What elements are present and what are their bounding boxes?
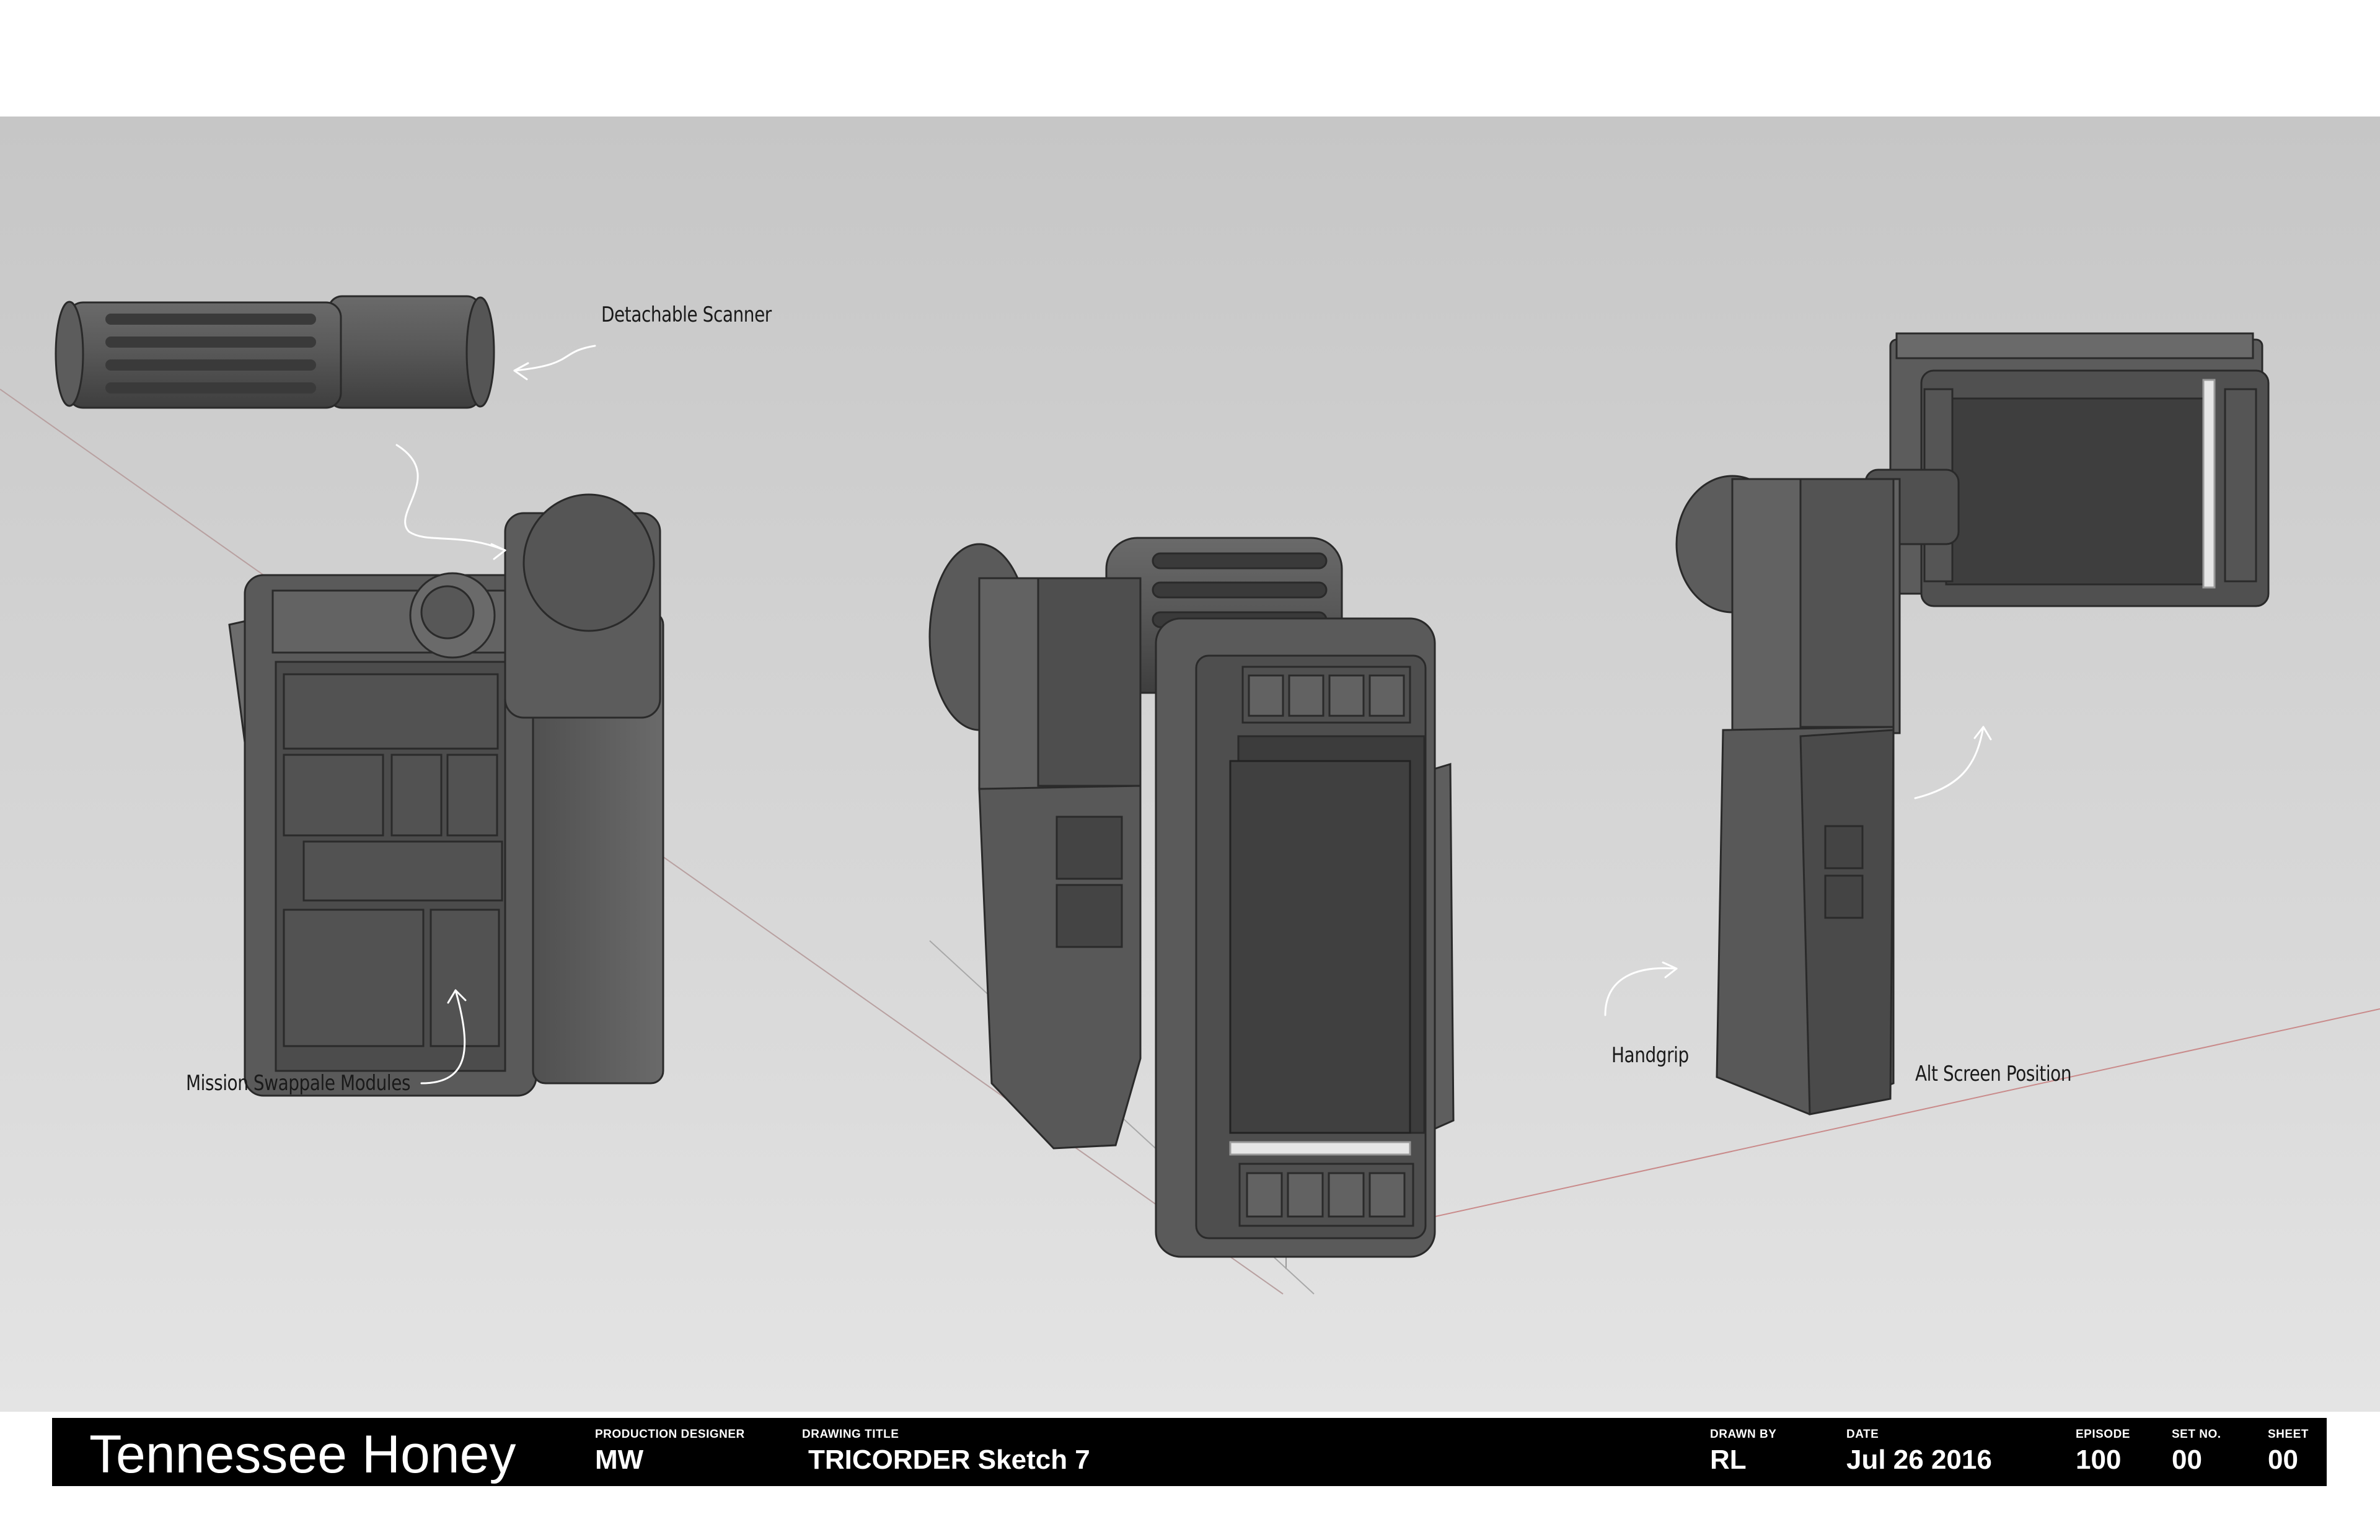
field-date: DATE Jul 26 2016 <box>1846 1428 1992 1476</box>
drawn-by-label: DRAWN BY <box>1710 1428 1777 1441</box>
drawn-by-value: RL <box>1710 1445 1747 1475</box>
tricorder-alt-screen-view <box>1675 332 2270 1115</box>
project-name: Tennessee Honey <box>89 1425 516 1484</box>
field-production-designer: PRODUCTION DESIGNER MW <box>595 1428 745 1476</box>
tricorder-front-view <box>928 537 1455 1258</box>
callout-detachable-scanner: Detachable Scanner <box>601 302 772 327</box>
set-no-value: 00 <box>2172 1445 2202 1475</box>
episode-value: 100 <box>2076 1445 2122 1475</box>
detachable-scanner <box>55 295 495 409</box>
annotation-arrows <box>395 345 1992 1085</box>
field-sheet: SHEET 00 <box>2268 1428 2309 1476</box>
callout-handgrip: Handgrip <box>1611 1043 1689 1068</box>
render-viewport: Detachable Scanner Mission Swappale Modu… <box>0 117 2380 1412</box>
callout-mission-modules: Mission Swappale Modules <box>186 1071 411 1096</box>
title-block: Tennessee Honey PRODUCTION DESIGNER MW D… <box>52 1418 2327 1486</box>
date-value: Jul 26 2016 <box>1846 1445 1992 1475</box>
sheet-label: SHEET <box>2268 1428 2309 1441</box>
production-designer-value: MW <box>595 1445 644 1475</box>
field-drawn-by: DRAWN BY RL <box>1710 1428 1776 1476</box>
drawing-title-label: DRAWING TITLE <box>802 1428 899 1441</box>
episode-label: EPISODE <box>2076 1428 2130 1441</box>
date-label: DATE <box>1846 1428 1879 1441</box>
field-drawing-title: DRAWING TITLE TRICORDER Sketch 7 <box>802 1428 1090 1476</box>
field-set-no: SET NO. 00 <box>2172 1428 2221 1476</box>
sheet-value: 00 <box>2268 1445 2298 1475</box>
set-no-label: SET NO. <box>2172 1428 2221 1441</box>
tricorder-render <box>0 295 2380 1295</box>
tricorder-back-view <box>228 493 664 1097</box>
field-episode: EPISODE 100 <box>2076 1428 2130 1476</box>
callout-alt-screen: Alt Screen Position <box>1915 1062 2072 1086</box>
drawing-title-value: TRICORDER Sketch 7 <box>808 1445 1090 1475</box>
production-designer-label: PRODUCTION DESIGNER <box>595 1428 745 1441</box>
